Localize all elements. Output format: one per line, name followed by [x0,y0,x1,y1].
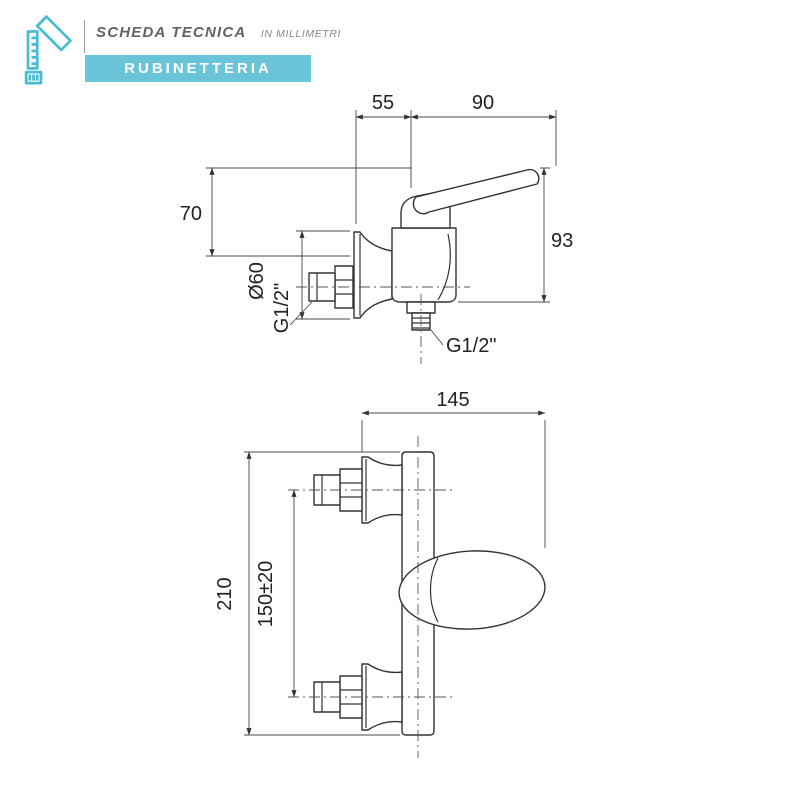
dim-145: 145 [436,389,469,411]
dimension-height-70: 70 [180,167,412,257]
dim-150-20: 150±20 [255,561,277,628]
dimension-height-93: 93 [458,167,573,303]
drafting-tools-icon [24,15,72,85]
handle-front [398,550,546,630]
dimension-spacing-150: 150±20 [255,489,297,698]
dimension-width-145: 145 [361,389,546,548]
header: SCHEDA TECNICA IN MILLIMETRI RUBINETTERI… [0,0,800,95]
dimension-escutcheon: Ø60 G1/2" [246,230,350,333]
side-view-drawing: 55 90 70 Ø60 G1/2" 93 [180,92,573,364]
mixer-body [391,227,457,303]
dim-90: 90 [472,92,494,114]
dimension-outlet-thread: G1/2" [430,329,496,357]
dim-outlet-thread: G1/2" [446,335,496,357]
category-banner: RUBINETTERIA [85,55,311,82]
sheet-subtitle: IN MILLIMETRI [260,28,342,40]
escutcheon-bell [353,231,393,319]
lever-handle [412,168,540,215]
dim-inlet-thread: G1/2" [271,283,293,333]
dim-70: 70 [180,203,202,225]
dimension-top: 55 90 [355,92,557,224]
front-view-drawing: 145 210 150±20 [214,389,546,758]
dim-dia-60: Ø60 [246,262,268,300]
header-divider [84,20,85,53]
dim-93: 93 [551,230,573,252]
header-titles: SCHEDA TECNICA IN MILLIMETRI [96,24,341,42]
dim-210: 210 [214,577,236,610]
dim-55: 55 [372,92,394,114]
dimension-height-210: 210 [214,451,400,736]
sheet-title: SCHEDA TECNICA [96,24,247,41]
